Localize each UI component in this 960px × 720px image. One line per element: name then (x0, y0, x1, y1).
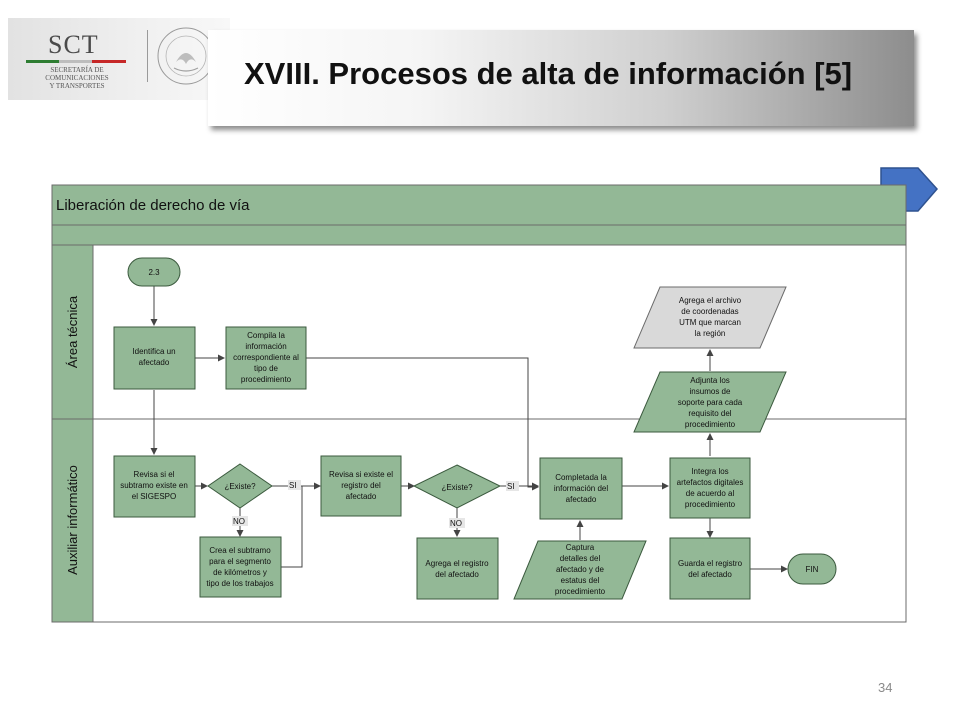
node-adjunta-label: requisito del (688, 409, 731, 418)
node-agrega-registro-label: Agrega el registro (425, 559, 489, 568)
node-revisa-subtramo (113, 455, 196, 518)
node-compila-label: información (245, 342, 286, 351)
node-identifica-label: afectado (139, 358, 170, 367)
branch-label-no: NO (233, 517, 245, 526)
node-completada-label: Completada la (555, 473, 607, 482)
sct-subtitle-line: COMUNICACIONES (45, 74, 109, 82)
node-compila-label: correspondiente al (233, 353, 299, 362)
node-guarda (669, 537, 751, 600)
node-revisa-registro (320, 455, 402, 517)
sct-logo-subtitle: SECRETARÍA DE COMUNICACIONES Y TRANSPORT… (30, 66, 124, 90)
process-title: Liberación de derecho de vía (56, 197, 250, 214)
logo-divider (147, 30, 148, 82)
lane-label-auxiliar: Auxiliar informático (65, 465, 80, 575)
node-completada-label: afectado (566, 495, 597, 504)
node-crea-subtramo-label: tipo de los trabajos (206, 579, 273, 588)
node-adjunta-label: Adjunta los (690, 376, 730, 385)
node-agrega-archivo-label: la región (695, 329, 726, 338)
node-agrega-archivo-label: de coordenadas (681, 307, 738, 316)
node-integra-label: Integra los (691, 467, 728, 476)
node-agrega-registro-label: del afectado (435, 570, 479, 579)
no-label-bg (232, 516, 248, 526)
sct-subtitle-line: Y TRANSPORTES (49, 82, 105, 90)
decision-existe-1 (207, 463, 273, 509)
node-agrega-archivo (633, 286, 787, 349)
node-identifica (113, 326, 196, 390)
node-revisa-registro-label: Revisa si existe el (329, 470, 393, 479)
node-agrega-registro (416, 537, 499, 600)
sct-logo-text: SCT (48, 30, 99, 59)
node-completada (539, 457, 623, 520)
si-label-bg (506, 481, 519, 491)
decision-existe-2 (412, 464, 502, 509)
branch-label-no: NO (450, 519, 462, 528)
node-crea-subtramo (199, 536, 282, 598)
node-integra-label: de acuerdo al (686, 489, 735, 498)
node-completada-label: información del (554, 484, 608, 493)
node-integra-label: procedimiento (685, 500, 736, 509)
lane-header-area-tecnica (51, 244, 94, 420)
node-captura (513, 540, 647, 600)
start-node-label: 2.3 (148, 268, 160, 277)
sct-subtitle-line: SECRETARÍA DE (50, 66, 104, 74)
node-captura-label: estatus del (561, 576, 600, 585)
end-node-label: FIN (806, 565, 819, 574)
node-agrega-archivo-label: Agrega el archivo (679, 296, 742, 305)
node-revisa-subtramo-label: Revisa si el (134, 470, 175, 479)
start-node (127, 257, 181, 287)
node-crea-subtramo-label: de kilómetros y (213, 568, 267, 577)
node-compila-label: tipo de (254, 364, 279, 373)
node-revisa-subtramo-label: subtramo existe en (120, 481, 188, 490)
node-compila-label: procedimiento (241, 375, 292, 384)
process-subband (51, 224, 907, 246)
branch-label-si: SI (289, 481, 297, 490)
no-label-bg (449, 518, 465, 528)
mexico-seal-icon (157, 27, 215, 85)
node-captura-label: afectado y de (556, 565, 605, 574)
node-adjunta (633, 371, 787, 433)
node-integra (669, 457, 751, 519)
decision-existe-1-label: ¿Existe? (224, 482, 256, 491)
title-bar (208, 30, 914, 126)
branch-label-si: SI (507, 482, 515, 491)
decision-existe-2-label: ¿Existe? (441, 483, 473, 492)
node-compila (225, 326, 307, 390)
node-agrega-archivo-label: UTM que marcan (679, 318, 741, 327)
si-label-bg (288, 480, 301, 490)
end-node (787, 553, 837, 585)
node-revisa-registro-label: registro del (341, 481, 381, 490)
node-captura-label: Captura (566, 543, 595, 552)
node-adjunta-label: soporte para cada (678, 398, 743, 407)
node-adjunta-label: procedimiento (685, 420, 736, 429)
lane-label-area-tecnica: Área técnica (65, 295, 80, 368)
node-guarda-label: Guarda el registro (678, 559, 743, 568)
node-integra-label: artefactos digitales (677, 478, 744, 487)
lane-header-auxiliar (51, 418, 94, 623)
node-captura-label: procedimiento (555, 587, 606, 596)
sct-logo-tricolor-line (26, 60, 126, 63)
node-identifica-label: Identifica un (132, 347, 175, 356)
node-crea-subtramo-label: para el segmento (209, 557, 271, 566)
node-adjunta-label: insumos de (690, 387, 731, 396)
node-captura-label: detalles del (560, 554, 601, 563)
page-title: XVIII. Procesos de alta de información [… (244, 56, 853, 91)
node-compila-label: Compila la (247, 331, 285, 340)
node-revisa-registro-label: afectado (346, 492, 377, 501)
node-crea-subtramo-label: Crea el subtramo (209, 546, 271, 555)
page-number: 34 (878, 680, 893, 695)
connector-crea-registro (281, 486, 303, 568)
node-guarda-label: del afectado (688, 570, 732, 579)
process-title-band (51, 184, 907, 226)
node-revisa-subtramo-label: el SIGESPO (132, 492, 176, 501)
